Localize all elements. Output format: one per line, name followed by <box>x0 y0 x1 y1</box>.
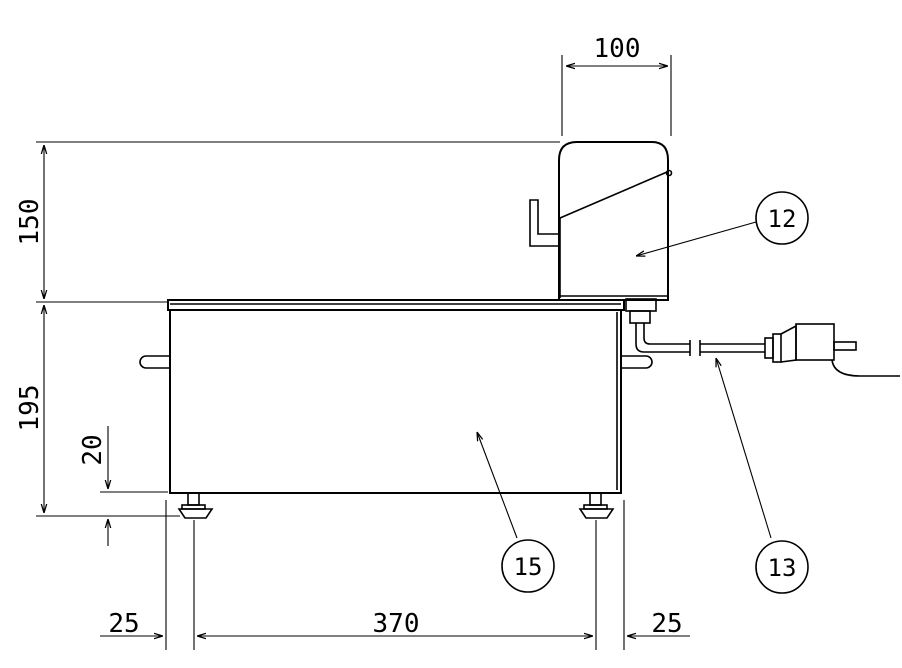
dim-control-box-height: 150 <box>15 199 45 246</box>
callout-balloon-13: 13 <box>755 540 809 594</box>
leader-lines <box>477 221 772 539</box>
dim-foot-height: 20 <box>78 434 108 465</box>
extension-lines <box>36 55 672 650</box>
control-box <box>529 141 673 324</box>
power-plug-icon <box>764 323 900 377</box>
dim-left-overhang: 25 <box>108 609 139 639</box>
callout-balloon-12: 12 <box>755 191 809 245</box>
dimension-lines <box>44 66 690 636</box>
left-handle <box>139 355 170 369</box>
callout-label-15: 15 <box>514 553 543 581</box>
callout-label-12: 12 <box>768 205 797 233</box>
dim-foot-spacing: 370 <box>373 609 420 639</box>
callout-balloon-15: 15 <box>501 539 555 593</box>
power-cord <box>635 323 765 356</box>
right-foot <box>578 492 615 519</box>
dim-right-overhang: 25 <box>651 609 682 639</box>
right-handle <box>621 355 653 369</box>
fryer-tank-body <box>167 299 625 494</box>
callout-label-13: 13 <box>768 554 797 582</box>
dim-tank-height: 195 <box>15 385 45 432</box>
left-foot <box>177 492 214 519</box>
dim-control-box-width: 100 <box>594 34 641 64</box>
